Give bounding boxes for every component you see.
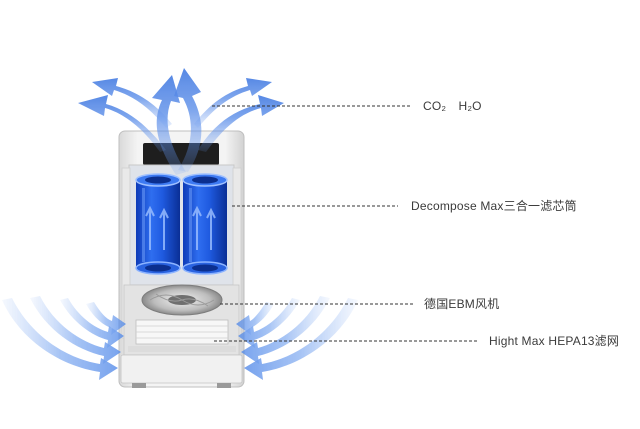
airflow-arrows-left (2, 296, 126, 380)
ebm-fan (141, 284, 223, 316)
airflow-arrows-top (78, 68, 284, 175)
label-exhaust: CO₂ H₂O (423, 99, 482, 113)
leader-lines (212, 105, 478, 342)
airflow-arrows-right (236, 296, 358, 380)
label-decompose-filter: Decompose Max三合一滤芯筒 (411, 199, 577, 213)
filter-cylinder-right (182, 173, 228, 275)
label-hepa-filter: Hight Max HEPA13滤网 (489, 334, 620, 348)
hepa-filter (128, 319, 236, 352)
filter-cylinder-left (135, 173, 181, 275)
label-ebm-fan: 德国EBM风机 (424, 297, 500, 311)
